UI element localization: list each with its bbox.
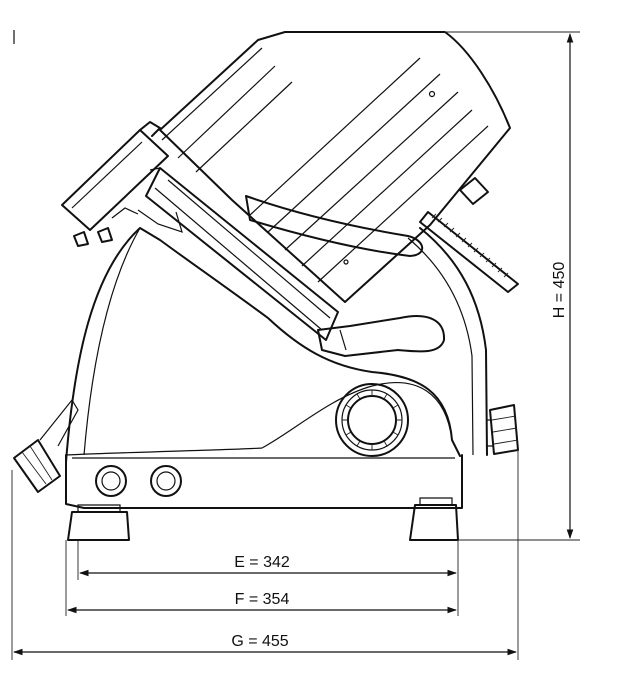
front-handle bbox=[317, 315, 446, 357]
dimension-h-label: H = 450 bbox=[551, 262, 568, 319]
thickness-knob bbox=[335, 383, 409, 457]
handle-bar bbox=[245, 195, 424, 257]
left-foot bbox=[67, 504, 130, 541]
switch-buttons bbox=[95, 465, 182, 497]
motor-housing bbox=[159, 31, 511, 303]
left-knob bbox=[13, 398, 79, 493]
body-casing bbox=[65, 227, 461, 463]
dimension-e: E = 342 bbox=[77, 540, 459, 580]
food-pusher bbox=[61, 121, 169, 247]
dimension-f: F = 354 bbox=[65, 540, 459, 616]
dimension-g-label: G = 455 bbox=[231, 633, 288, 650]
dimension-h: H = 450 bbox=[445, 31, 580, 541]
base-block bbox=[65, 454, 463, 509]
dimension-e-label: E = 342 bbox=[234, 554, 290, 571]
right-foot bbox=[409, 497, 459, 541]
right-knob bbox=[487, 404, 519, 455]
sharpener-guard bbox=[419, 177, 519, 293]
dimension-g: G = 455 bbox=[11, 450, 519, 660]
carriage-plate bbox=[137, 167, 339, 341]
dimension-f-label: F = 354 bbox=[235, 591, 290, 608]
